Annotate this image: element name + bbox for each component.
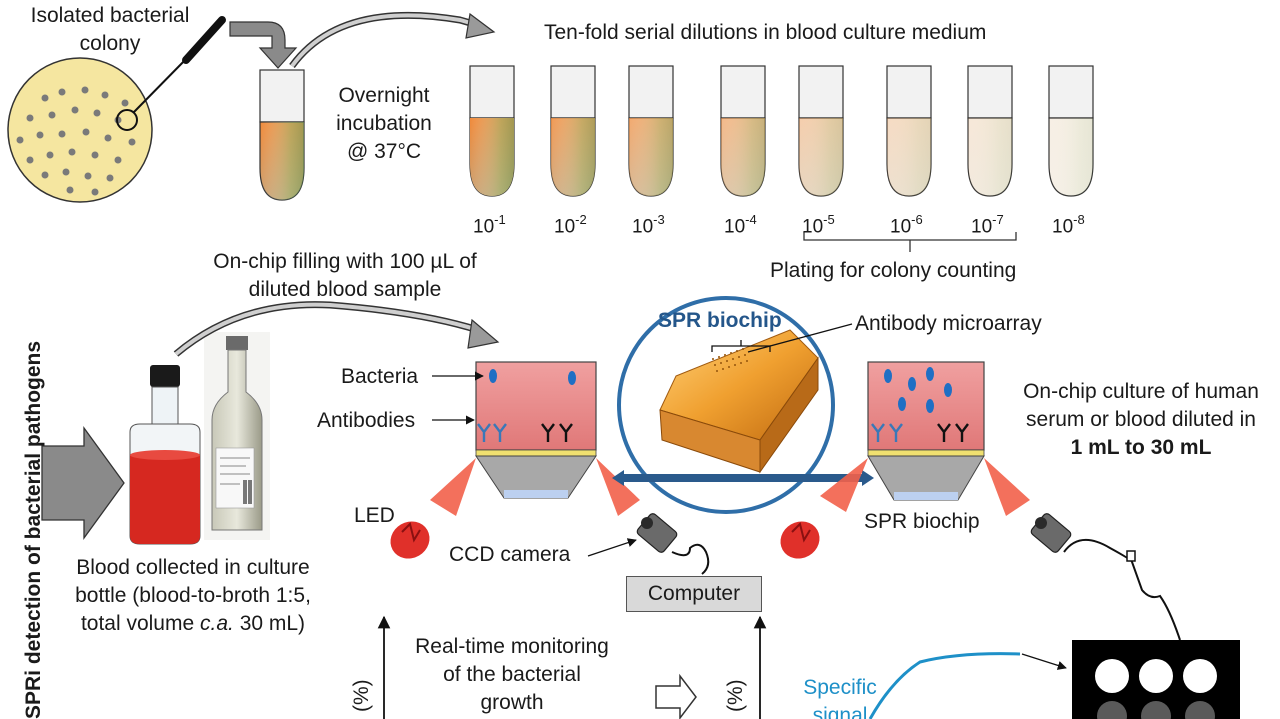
dilutions-title: Ten-fold serial dilutions in blood cultu… — [544, 21, 987, 44]
ccd-label: CCD camera — [449, 543, 571, 566]
blood-line2: bottle (blood-to-broth 1:5, — [75, 584, 311, 607]
dilution-label: 10-1 — [473, 212, 506, 238]
blue-connector-arrow — [612, 470, 874, 486]
bactec-bottle-photo — [204, 332, 270, 540]
dilution-base: 10 — [473, 216, 495, 238]
filling-label: On-chip filling with 100 µL of diluted b… — [170, 248, 520, 304]
entry-arrow — [41, 426, 125, 540]
antibodies-label: Antibodies — [317, 409, 416, 432]
dilution-exponent: -3 — [653, 212, 665, 227]
dilution-exponent: -2 — [575, 212, 587, 227]
incubation-line2: incubation — [336, 112, 432, 135]
monitoring-line2: of the bacterial — [443, 663, 581, 686]
colony-label-line2: colony — [79, 32, 141, 55]
monitoring-arrow — [655, 673, 697, 719]
monitoring-line3: growth — [480, 691, 544, 714]
dilution-tube — [628, 65, 674, 197]
dilution-label: 10-5 — [802, 212, 835, 238]
dilution-tube — [886, 65, 932, 197]
specific-signal-curve — [868, 652, 1021, 719]
monitoring-line1: Real-time monitoring — [415, 635, 609, 658]
culture-line2: serum or blood diluted in — [1026, 408, 1256, 431]
dilution-base: 10 — [971, 216, 993, 238]
dilution-tube — [967, 65, 1013, 197]
blood-line3-c: 30 mL) — [233, 612, 306, 635]
dilution-tube — [720, 65, 766, 197]
dilution-label: 10-4 — [724, 212, 757, 238]
colony-label: Isolated bacterial colony — [10, 2, 210, 58]
left-spr-chip — [430, 361, 640, 516]
culture-line1: On-chip culture of human — [1023, 380, 1259, 403]
dilution-tube — [1048, 65, 1094, 197]
petri-dish — [7, 57, 153, 203]
monitoring-label: Real-time monitoring of the bacterial gr… — [396, 633, 628, 717]
incubation-line1: Overnight — [338, 84, 430, 107]
led-icon-right — [780, 521, 820, 559]
dilution-label: 10-7 — [971, 212, 1004, 238]
zoom-title: SPR biochip — [658, 309, 782, 332]
side-title: SPRi detection of bacterial pathogens — [22, 340, 45, 719]
dilution-tube — [469, 65, 515, 197]
blood-line3-a: total volume — [80, 612, 200, 635]
filling-line1: On-chip filling with 100 µL of — [213, 250, 477, 273]
dilution-base: 10 — [554, 216, 576, 238]
specific-line1: Specific — [803, 676, 877, 699]
dilution-tubes — [469, 65, 1094, 197]
culture-label: On-chip culture of human serum or blood … — [1002, 378, 1280, 462]
transfer-arrow — [229, 21, 298, 69]
culture-bottle — [129, 365, 201, 545]
blood-line1: Blood collected in culture — [76, 556, 310, 579]
computer-box: Computer — [626, 576, 762, 612]
dilution-label: 10-8 — [1052, 212, 1085, 238]
dilution-label: 10-3 — [632, 212, 665, 238]
incubation-line3: @ 37°C — [346, 140, 422, 163]
inoculation-loop-icon — [133, 16, 226, 113]
ccd-camera-icon — [636, 513, 710, 575]
specific-line2: signal — [812, 704, 868, 719]
microarray-label: Antibody microarray — [855, 312, 1042, 335]
ccd-camera-icon-right — [1030, 513, 1181, 641]
dilution-tube — [798, 65, 844, 197]
led-icon — [390, 521, 430, 559]
plating-brace — [803, 232, 1017, 252]
blood-line3-b: c.a. — [200, 612, 234, 635]
microarray-image — [1072, 640, 1240, 719]
led-label: LED — [354, 504, 395, 527]
incubation-label: Overnight incubation @ 37°C — [318, 82, 450, 166]
right-biochip-label: SPR biochip — [864, 510, 980, 533]
dilution-exponent: -8 — [1073, 212, 1085, 227]
incubation-tube — [259, 69, 305, 201]
dilution-base: 10 — [724, 216, 746, 238]
biochip-zoom — [617, 296, 853, 514]
dilution-label: 10-2 — [554, 212, 587, 238]
colony-label-line1: Isolated bacterial — [30, 4, 190, 27]
specific-signal-label: Specific signal — [790, 674, 890, 719]
dilution-base: 10 — [890, 216, 912, 238]
dilution-base: 10 — [802, 216, 824, 238]
dilution-base: 10 — [1052, 216, 1074, 238]
dilution-exponent: -6 — [911, 212, 923, 227]
axis-percent-right: (%) — [724, 679, 747, 712]
dilution-tube — [550, 65, 596, 197]
dilution-exponent: -1 — [494, 212, 506, 227]
blood-line3: total volume c.a. 30 mL) — [48, 610, 338, 638]
right-spr-chip — [820, 361, 1030, 516]
dilution-exponent: -4 — [745, 212, 757, 227]
bacteria-label: Bacteria — [341, 365, 419, 388]
dilution-exponent: -7 — [992, 212, 1004, 227]
dilution-base: 10 — [632, 216, 654, 238]
dilution-exponent: -5 — [823, 212, 835, 227]
filling-line2: diluted blood sample — [248, 278, 442, 301]
culture-line3: 1 mL to 30 mL — [1070, 436, 1212, 459]
axis-percent-left: (%) — [350, 679, 373, 712]
blood-label: Blood collected in culture bottle (blood… — [48, 554, 338, 638]
dilution-label: 10-6 — [890, 212, 923, 238]
plating-label: Plating for colony counting — [770, 259, 1017, 282]
